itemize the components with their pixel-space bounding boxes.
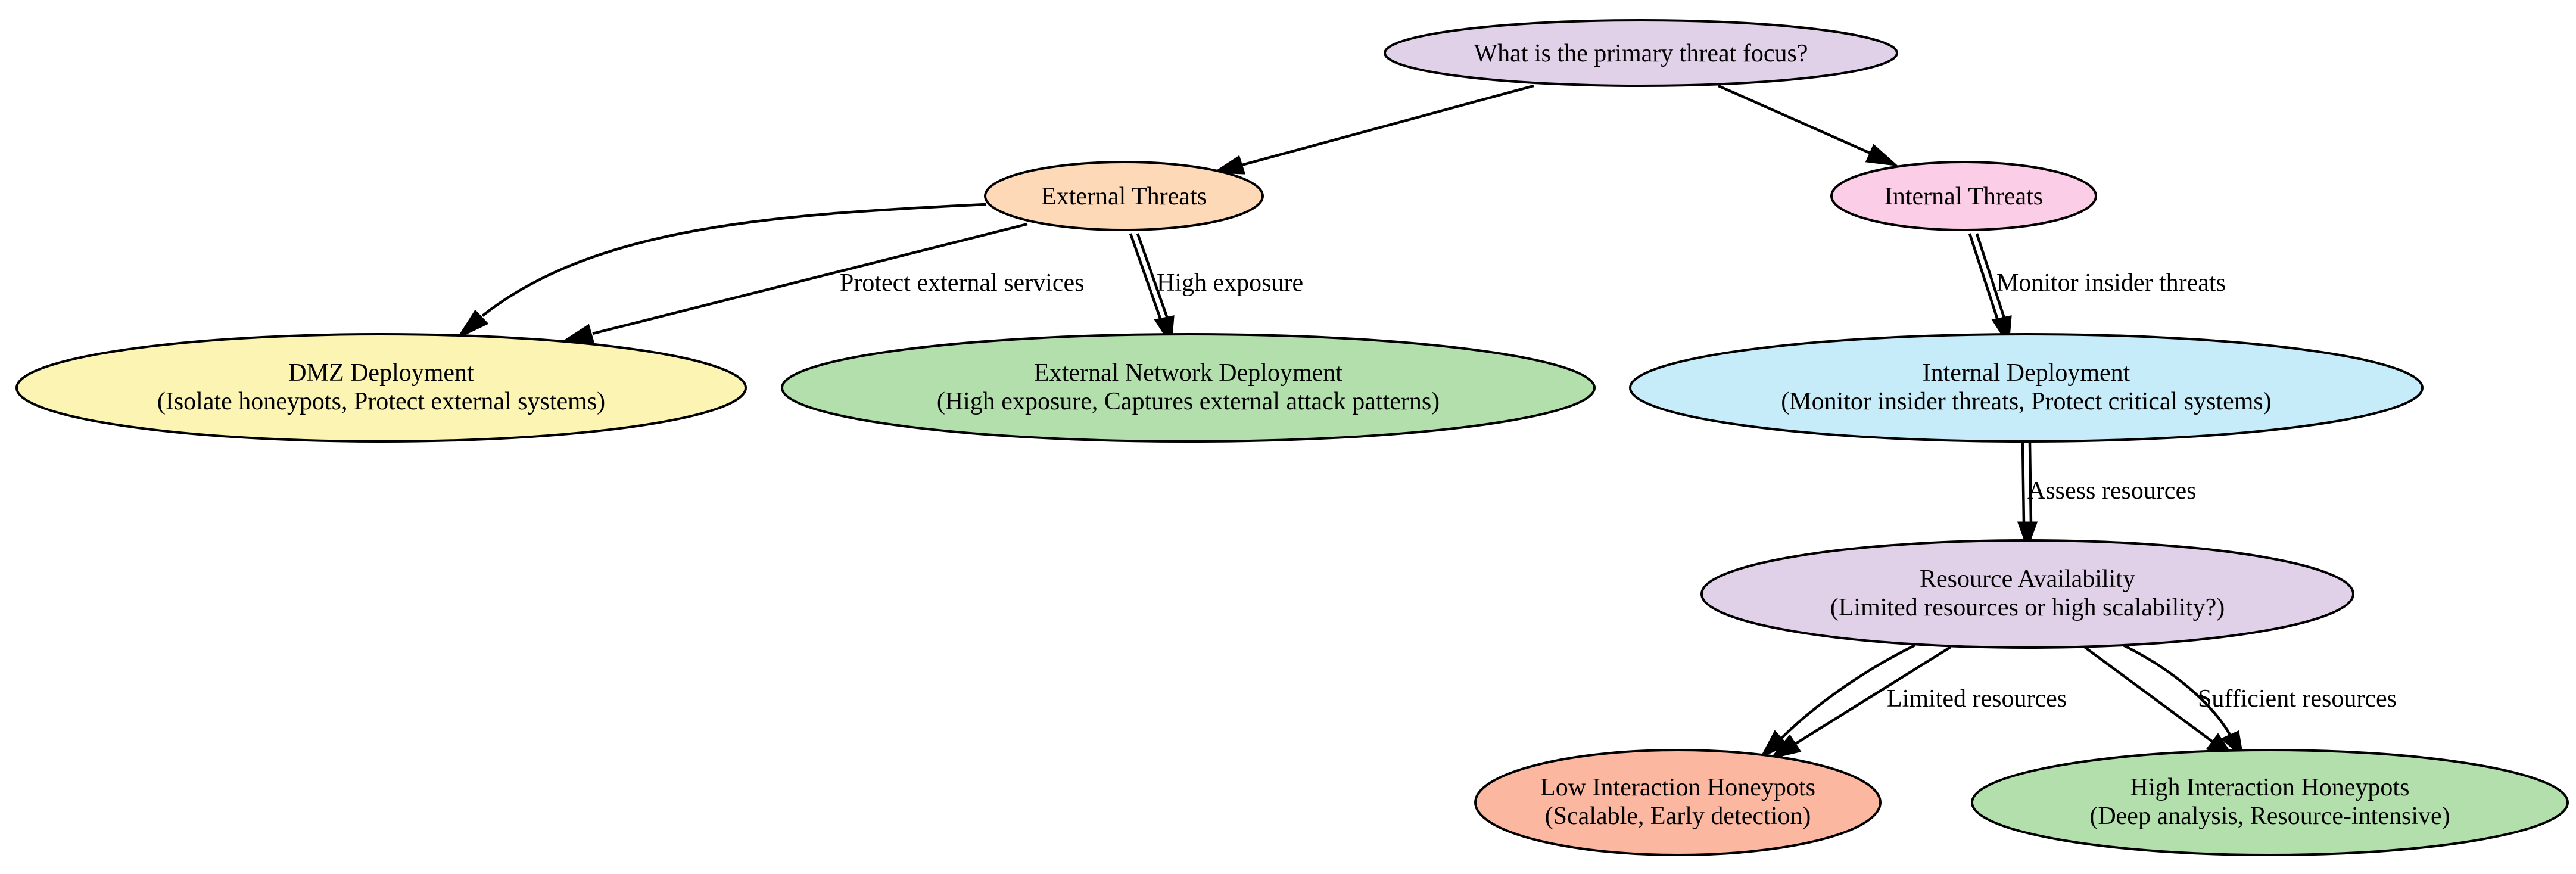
node-external-threats: External Threats (984, 161, 1264, 231)
node-resource-availability-title: Resource Availability (1920, 565, 2135, 593)
nodes: What is the primary threat focus? Extern… (15, 19, 2569, 856)
edge-external-to-dmz-curve (456, 203, 986, 340)
node-dmz-deployment-detail: (Isolate honeypots, Protect external sys… (157, 388, 605, 415)
node-resource-availability-detail: (Limited resources or high scalability?) (1830, 594, 2225, 621)
node-internal-deployment: Internal Deployment (Monitor insider thr… (1629, 333, 2424, 443)
edge-resources-to-high: Sufficient resources (2083, 643, 2397, 760)
node-external-network-detail: (High exposure, Captures external attack… (937, 388, 1440, 415)
edge-label-high-exposure: High exposure (1157, 269, 1303, 297)
node-resource-availability: Resource Availability (Limited resources… (1700, 539, 2354, 649)
edge-internal-to-deployment: Monitor insider threats (1968, 233, 2226, 347)
node-external-network-deployment: External Network Deployment (High exposu… (781, 333, 1596, 443)
edge-question-to-internal (1718, 84, 1899, 167)
node-low-interaction-honeypots: Low Interaction Honeypots (Scalable, Ear… (1474, 749, 1882, 856)
node-internal-deployment-title: Internal Deployment (1923, 359, 2130, 387)
node-high-interaction-detail: (Deep analysis, Resource-intensive) (2089, 803, 2450, 830)
edge-external-to-dmz-protect: Protect external services (562, 222, 1084, 343)
node-external-threats-label: External Threats (1041, 183, 1207, 210)
edge-label-assess-resources: Assess resources (2027, 477, 2196, 505)
edge-deployment-to-resources: Assess resources (2017, 443, 2196, 550)
edge-label-sufficient-resources: Sufficient resources (2198, 685, 2397, 713)
node-internal-deployment-detail: (Monitor insider threats, Protect critic… (1781, 388, 2271, 415)
edge-label-protect-external: Protect external services (840, 269, 1084, 297)
node-external-network-title: External Network Deployment (1034, 359, 1342, 387)
node-internal-threats-label: Internal Threats (1885, 183, 2043, 210)
node-dmz-deployment-title: DMZ Deployment (288, 359, 474, 387)
edge-label-monitor-insider: Monitor insider threats (1996, 269, 2226, 297)
node-dmz-deployment: DMZ Deployment (Isolate honeypots, Prote… (15, 333, 747, 443)
edge-external-to-network: High exposure (1129, 233, 1303, 347)
node-high-interaction-honeypots: High Interaction Honeypots (Deep analysi… (1971, 749, 2569, 856)
node-internal-threats: Internal Threats (1830, 161, 2097, 231)
edge-resources-to-low: Limited resources (1759, 643, 2067, 760)
edges: Protect external services High exposure … (456, 84, 2397, 760)
node-primary-question: What is the primary threat focus? (1384, 19, 1898, 87)
node-primary-question-label: What is the primary threat focus? (1474, 40, 1808, 67)
node-low-interaction-detail: (Scalable, Early detection) (1545, 803, 1811, 830)
node-high-interaction-title: High Interaction Honeypots (2130, 774, 2410, 801)
node-low-interaction-title: Low Interaction Honeypots (1540, 774, 1815, 801)
edge-question-to-external (1212, 84, 1534, 175)
edge-label-limited-resources: Limited resources (1887, 685, 2067, 713)
